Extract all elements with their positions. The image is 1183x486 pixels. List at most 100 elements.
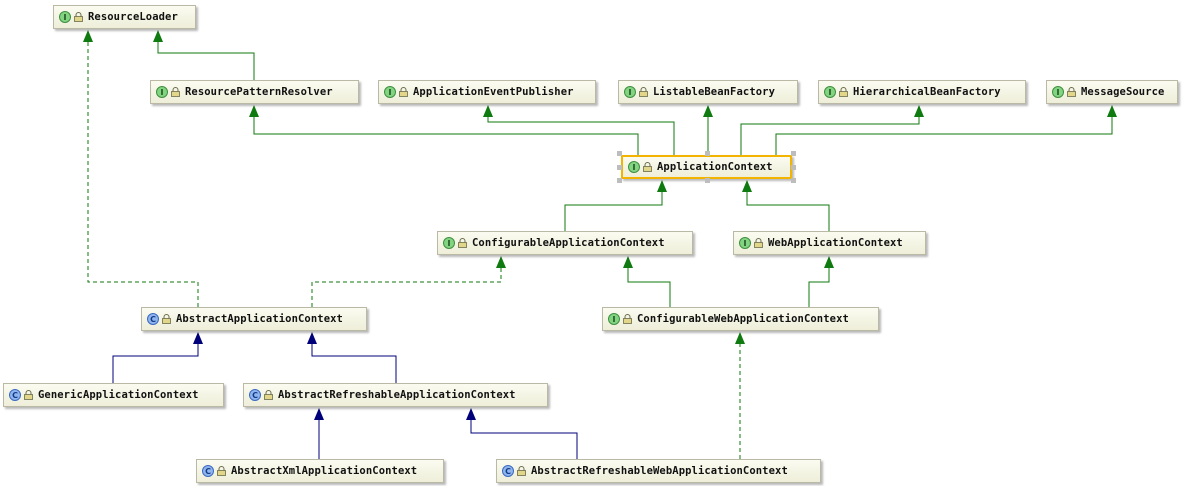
lock-icon [639, 87, 653, 97]
edge-line [808, 267, 830, 307]
node-generic-application-context[interactable]: C GenericApplicationContext [3, 383, 224, 407]
node-abstract-xml-application-context[interactable]: C AbstractXmlApplicationContext [196, 459, 444, 483]
edge-line [253, 116, 639, 155]
lock-icon [217, 466, 231, 476]
edge-arrowhead [483, 105, 493, 117]
node-label: WebApplicationContext [768, 237, 903, 249]
lock-icon [623, 314, 637, 324]
lock-icon [171, 87, 185, 97]
node-label: ResourcePatternResolver [185, 86, 333, 98]
selection-handle[interactable] [791, 178, 796, 183]
lock-icon [754, 238, 768, 248]
node-label: MessageSource [1081, 86, 1165, 98]
lock-icon [264, 390, 278, 400]
edge-line [564, 191, 663, 231]
node-label: HierarchicalBeanFactory [853, 86, 1001, 98]
selection-handle[interactable] [617, 151, 622, 156]
edge-arrowhead [314, 408, 324, 420]
edge-arrowhead [623, 256, 633, 268]
edge-AbstractRefreshableWebApplicationContext-to-ConfigurableWebApplicationContext [735, 332, 745, 459]
selection-handle[interactable] [791, 165, 796, 170]
selection-handle[interactable] [704, 178, 710, 183]
edge-line [487, 116, 675, 155]
lock-icon [458, 238, 472, 248]
interface-icon: I [824, 86, 836, 98]
edge-ResourcePatternResolver-to-ResourceLoader [153, 30, 255, 80]
edge-arrowhead [466, 408, 476, 420]
selection-handle[interactable] [617, 165, 622, 170]
node-abstract-application-context[interactable]: C AbstractApplicationContext [141, 307, 367, 331]
edge-line [775, 116, 1113, 155]
node-abstract-refreshable-web-application-context[interactable]: C AbstractRefreshableWebApplicationContex… [496, 459, 821, 483]
lock-icon [643, 162, 657, 172]
edge-line [311, 267, 502, 307]
selection-handle[interactable] [791, 151, 796, 156]
edge-ConfigurableWebApplicationContext-to-WebApplicationContext [808, 256, 834, 307]
abstract-class-icon: C [147, 313, 159, 325]
edge-arrowhead [742, 180, 752, 192]
node-label: ApplicationContext [657, 161, 773, 173]
edge-AbstractApplicationContext-to-ResourceLoader [83, 30, 199, 307]
interface-icon: I [384, 86, 396, 98]
interface-icon: I [443, 237, 455, 249]
edge-AbstractApplicationContext-to-ConfigurableApplicationContext [311, 256, 506, 307]
abstract-class-icon: C [502, 465, 514, 477]
edge-ConfigurableApplicationContext-to-ApplicationContext [564, 180, 667, 231]
edge-ApplicationContext-to-ApplicationEventPublisher [483, 105, 675, 155]
node-label: AbstractXmlApplicationContext [231, 465, 418, 477]
abstract-class-icon: C [202, 465, 214, 477]
edge-ApplicationContext-to-HierarchicalBeanFactory [740, 105, 924, 155]
node-label: ConfigurableApplicationContext [472, 237, 665, 249]
lock-icon [399, 87, 413, 97]
edge-AbstractRefreshableApplicationContext-to-AbstractApplicationContext [307, 332, 397, 383]
node-label: AbstractApplicationContext [176, 313, 343, 325]
edge-arrowhead [1107, 105, 1117, 117]
lock-icon [162, 314, 176, 324]
lock-icon [74, 12, 88, 22]
node-application-context[interactable]: I ApplicationContext [621, 155, 792, 179]
lock-icon [839, 87, 853, 97]
edge-arrowhead [83, 30, 93, 42]
edge-GenericApplicationContext-to-AbstractApplicationContext [112, 332, 203, 383]
interface-icon: I [739, 237, 751, 249]
node-label: GenericApplicationContext [38, 389, 199, 401]
edge-arrowhead [496, 256, 506, 268]
edge-arrowhead [153, 30, 163, 42]
node-configurable-application-context[interactable]: I ConfigurableApplicationContext [437, 231, 693, 255]
node-label: AbstractRefreshableApplicationContext [278, 389, 516, 401]
node-message-source[interactable]: I MessageSource [1046, 80, 1178, 104]
edge-ApplicationContext-to-ResourcePatternResolver [249, 105, 639, 155]
node-label: ApplicationEventPublisher [413, 86, 574, 98]
interface-icon: I [628, 161, 640, 173]
edge-line [470, 419, 578, 459]
edge-arrowhead [249, 105, 259, 117]
edge-arrowhead [307, 332, 317, 344]
edge-arrowhead [735, 332, 745, 344]
class-icon: C [9, 389, 21, 401]
edge-arrowhead [703, 105, 713, 117]
node-label: AbstractRefreshableWebApplicationContext [531, 465, 788, 477]
interface-icon: I [1052, 86, 1064, 98]
edge-line [87, 41, 199, 307]
interface-icon: I [624, 86, 636, 98]
node-application-event-publisher[interactable]: I ApplicationEventPublisher [378, 80, 596, 104]
selection-handle[interactable] [704, 151, 710, 156]
interface-icon: I [59, 11, 71, 23]
node-hierarchical-bean-factory[interactable]: I HierarchicalBeanFactory [818, 80, 1026, 104]
edge-line [112, 343, 199, 383]
edge-arrowhead [657, 180, 667, 192]
edge-AbstractRefreshableWebApplicationContext-to-AbstractRefreshableApplicationContext [466, 408, 578, 459]
edge-WebApplicationContext-to-ApplicationContext [742, 180, 830, 231]
selection-handle[interactable] [617, 178, 622, 183]
edge-arrowhead [824, 256, 834, 268]
edge-line [157, 41, 255, 80]
node-web-application-context[interactable]: I WebApplicationContext [733, 231, 926, 255]
edge-arrowhead [193, 332, 203, 344]
lock-icon [1067, 87, 1081, 97]
